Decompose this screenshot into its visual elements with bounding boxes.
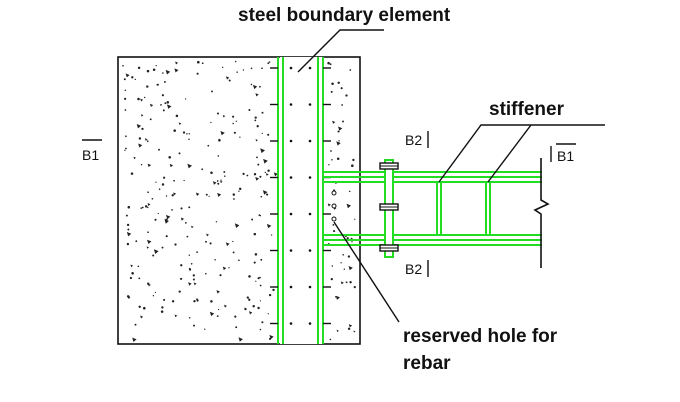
steel-beam	[323, 158, 550, 268]
bolt-bottom	[379, 244, 399, 252]
steel-boundary-fill	[280, 57, 322, 344]
section-mark-b1-right: B1	[550, 143, 576, 164]
label-stiffener: stiffener	[489, 99, 565, 120]
leader-reserved-hole	[333, 221, 400, 323]
label-steel-boundary-element: steel boundary element	[238, 5, 451, 26]
b1-left-label: B1	[82, 147, 99, 163]
leader-steel-boundary	[297, 29, 384, 73]
b1-right-label: B1	[557, 148, 574, 164]
steel-boundary-element	[270, 57, 331, 344]
label-reserved-hole-line1: reserved hole for	[403, 326, 558, 347]
break-line	[533, 158, 550, 268]
bolt-top	[379, 162, 399, 170]
end-plate	[379, 159, 399, 258]
section-mark-b2-bottom: B2	[405, 260, 429, 277]
label-reserved-hole-line2: rebar	[403, 353, 451, 374]
section-mark-b2-top: B2	[405, 131, 429, 148]
stud-dots	[289, 66, 312, 325]
b2-bottom-label: B2	[405, 261, 422, 277]
concrete-aggregate-pattern	[122, 60, 356, 342]
bolt-middle	[379, 203, 399, 211]
reserved-holes	[331, 190, 337, 222]
section-mark-b1-left: B1	[82, 139, 102, 163]
b2-top-label: B2	[405, 132, 422, 148]
leader-stiffener-2	[487, 124, 532, 183]
leader-lines	[297, 29, 605, 323]
leader-stiffener	[438, 124, 605, 183]
